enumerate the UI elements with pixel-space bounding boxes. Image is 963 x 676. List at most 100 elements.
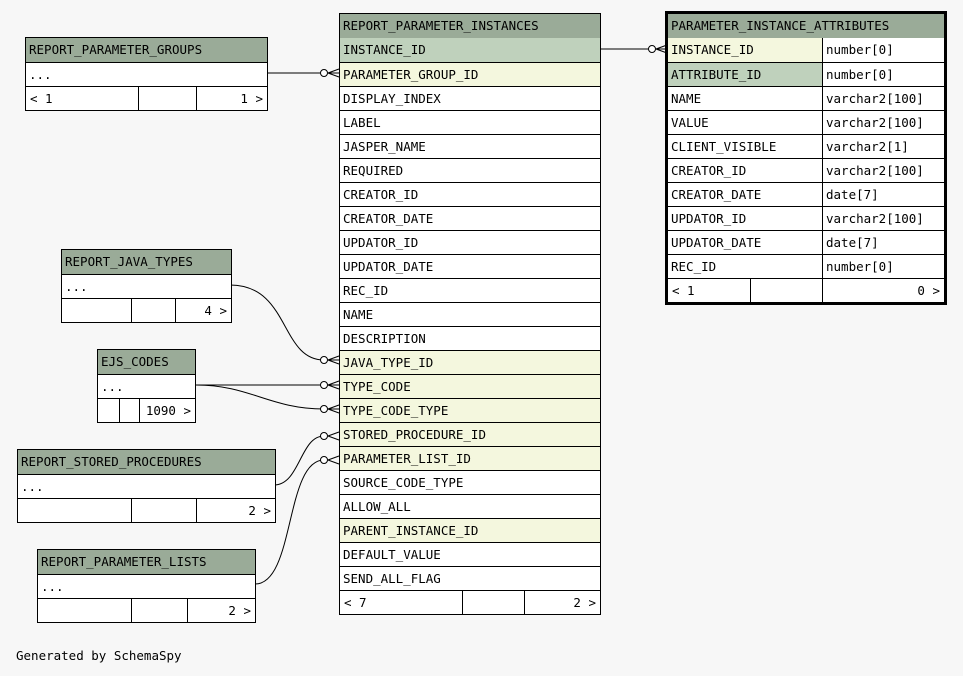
crowfoot-icon [327,431,340,441]
table-footer: 4 > [62,298,231,322]
crowfoot-icon [327,68,340,78]
crowfoot-circle [320,381,328,389]
children-count[interactable]: 2 > [187,599,255,622]
column-row[interactable]: DEFAULT_VALUE [340,542,600,566]
column-row[interactable]: JAVA_TYPE_ID [340,350,600,374]
link-parameter-list [254,459,325,585]
table-header: EJS_CODES [98,350,195,374]
column-name: ALLOW_ALL [343,499,411,514]
column-name: CLIENT_VISIBLE [671,139,777,154]
column-row[interactable]: TYPE_CODE [340,374,600,398]
crowfoot-icon [327,380,340,390]
parents-count[interactable]: < 1 [672,283,695,298]
table-report-parameter-instances[interactable]: REPORT_PARAMETER_INSTANCES INSTANCE_ID PA… [339,13,601,615]
column-row[interactable]: UPDATOR_ID varchar2[100] [668,206,944,230]
column-name: NAME [671,91,702,106]
parents-count[interactable] [18,499,131,522]
table-report-parameter-groups[interactable]: REPORT_PARAMETER_GROUPS ... < 1 1 > [25,37,268,111]
column-name: UPDATOR_DATE [671,235,762,250]
column-name: CREATOR_DATE [671,187,762,202]
column-type: varchar2[100] [822,207,944,230]
table-ellipsis-row: ... [18,474,275,498]
table-parameter-instance-attributes[interactable]: PARAMETER_INSTANCE_ATTRIBUTES INSTANCE_I… [665,11,947,305]
column-row[interactable]: UPDATOR_ID [340,230,600,254]
children-count[interactable]: 1 > [196,87,267,110]
parents-count[interactable] [98,399,119,422]
column-type: varchar2[100] [822,159,944,182]
crowfoot-icon [327,404,340,414]
column-row[interactable]: REQUIRED [340,158,600,182]
table-header: REPORT_JAVA_TYPES [62,250,231,274]
column-row[interactable]: SEND_ALL_FLAG [340,566,600,590]
table-header: REPORT_PARAMETER_LISTS [38,550,255,574]
column-name: SEND_ALL_FLAG [343,571,441,586]
column-row[interactable]: ALLOW_ALL [340,494,600,518]
column-row[interactable]: PARAMETER_LIST_ID [340,446,600,470]
table-report-stored-procedures[interactable]: REPORT_STORED_PROCEDURES ... 2 > [17,449,276,523]
column-row[interactable]: INSTANCE_ID [340,38,600,62]
table-ejs-codes[interactable]: EJS_CODES ... 1090 > [97,349,196,423]
generated-by-note: Generated by SchemaSpy [16,648,182,663]
children-count[interactable]: 2 > [524,591,600,614]
column-name: UPDATOR_ID [671,211,747,226]
crowfoot-icon [327,455,340,465]
table-report-parameter-lists[interactable]: REPORT_PARAMETER_LISTS ... 2 > [37,549,256,623]
link-java-type [229,284,325,361]
column-name: JASPER_NAME [343,139,426,154]
column-row[interactable]: TYPE_CODE_TYPE [340,398,600,422]
column-row[interactable]: PARAMETER_GROUP_ID [340,62,600,86]
parents-count[interactable]: < 7 [344,595,367,610]
column-row[interactable]: SOURCE_CODE_TYPE [340,470,600,494]
column-row[interactable]: CREATOR_ID [340,182,600,206]
column-row[interactable]: PARENT_INSTANCE_ID [340,518,600,542]
column-row[interactable]: DESCRIPTION [340,326,600,350]
column-name: UPDATOR_ID [343,235,419,250]
children-count[interactable]: 2 > [196,499,275,522]
crowfoot-circle [320,69,328,77]
column-type: varchar2[100] [822,111,944,134]
column-name: REC_ID [343,283,389,298]
column-row[interactable]: UPDATOR_DATE [340,254,600,278]
column-row[interactable]: CREATOR_DATE [340,206,600,230]
table-footer: 1090 > [98,398,195,422]
crowfoot-circle [320,356,328,364]
parents-count[interactable] [62,299,131,322]
children-count[interactable]: 0 > [822,279,944,302]
column-row[interactable]: LABEL [340,110,600,134]
children-count[interactable]: 1090 > [139,399,195,422]
column-name: PARAMETER_LIST_ID [343,451,471,466]
column-row[interactable]: DISPLAY_INDEX [340,86,600,110]
column-row[interactable]: NAME varchar2[100] [668,86,944,110]
table-report-java-types[interactable]: REPORT_JAVA_TYPES ... 4 > [61,249,232,323]
crowfoot-icon [327,355,340,365]
column-row[interactable]: STORED_PROCEDURE_ID [340,422,600,446]
table-header: REPORT_PARAMETER_INSTANCES [340,14,600,38]
column-row[interactable]: REC_ID [340,278,600,302]
column-type: date[7] [822,231,944,254]
column-name: TYPE_CODE_TYPE [343,403,449,418]
children-count[interactable]: 4 > [175,299,231,322]
table-ellipsis-row: ... [62,274,231,298]
footer-spacer [138,87,196,110]
table-footer: < 7 2 > [340,590,600,614]
column-name: INSTANCE_ID [343,42,426,57]
table-header: PARAMETER_INSTANCE_ATTRIBUTES [668,14,944,38]
column-name: ATTRIBUTE_ID [668,63,822,86]
table-footer: < 1 0 > [668,278,944,302]
column-row[interactable]: NAME [340,302,600,326]
crowfoot-circle [320,432,328,440]
column-name: CREATOR_ID [343,187,419,202]
column-row[interactable]: JASPER_NAME [340,134,600,158]
parents-count[interactable]: < 1 [30,91,53,106]
column-type: varchar2[100] [822,87,944,110]
parents-count[interactable] [38,599,131,622]
column-row[interactable]: UPDATOR_DATE date[7] [668,230,944,254]
